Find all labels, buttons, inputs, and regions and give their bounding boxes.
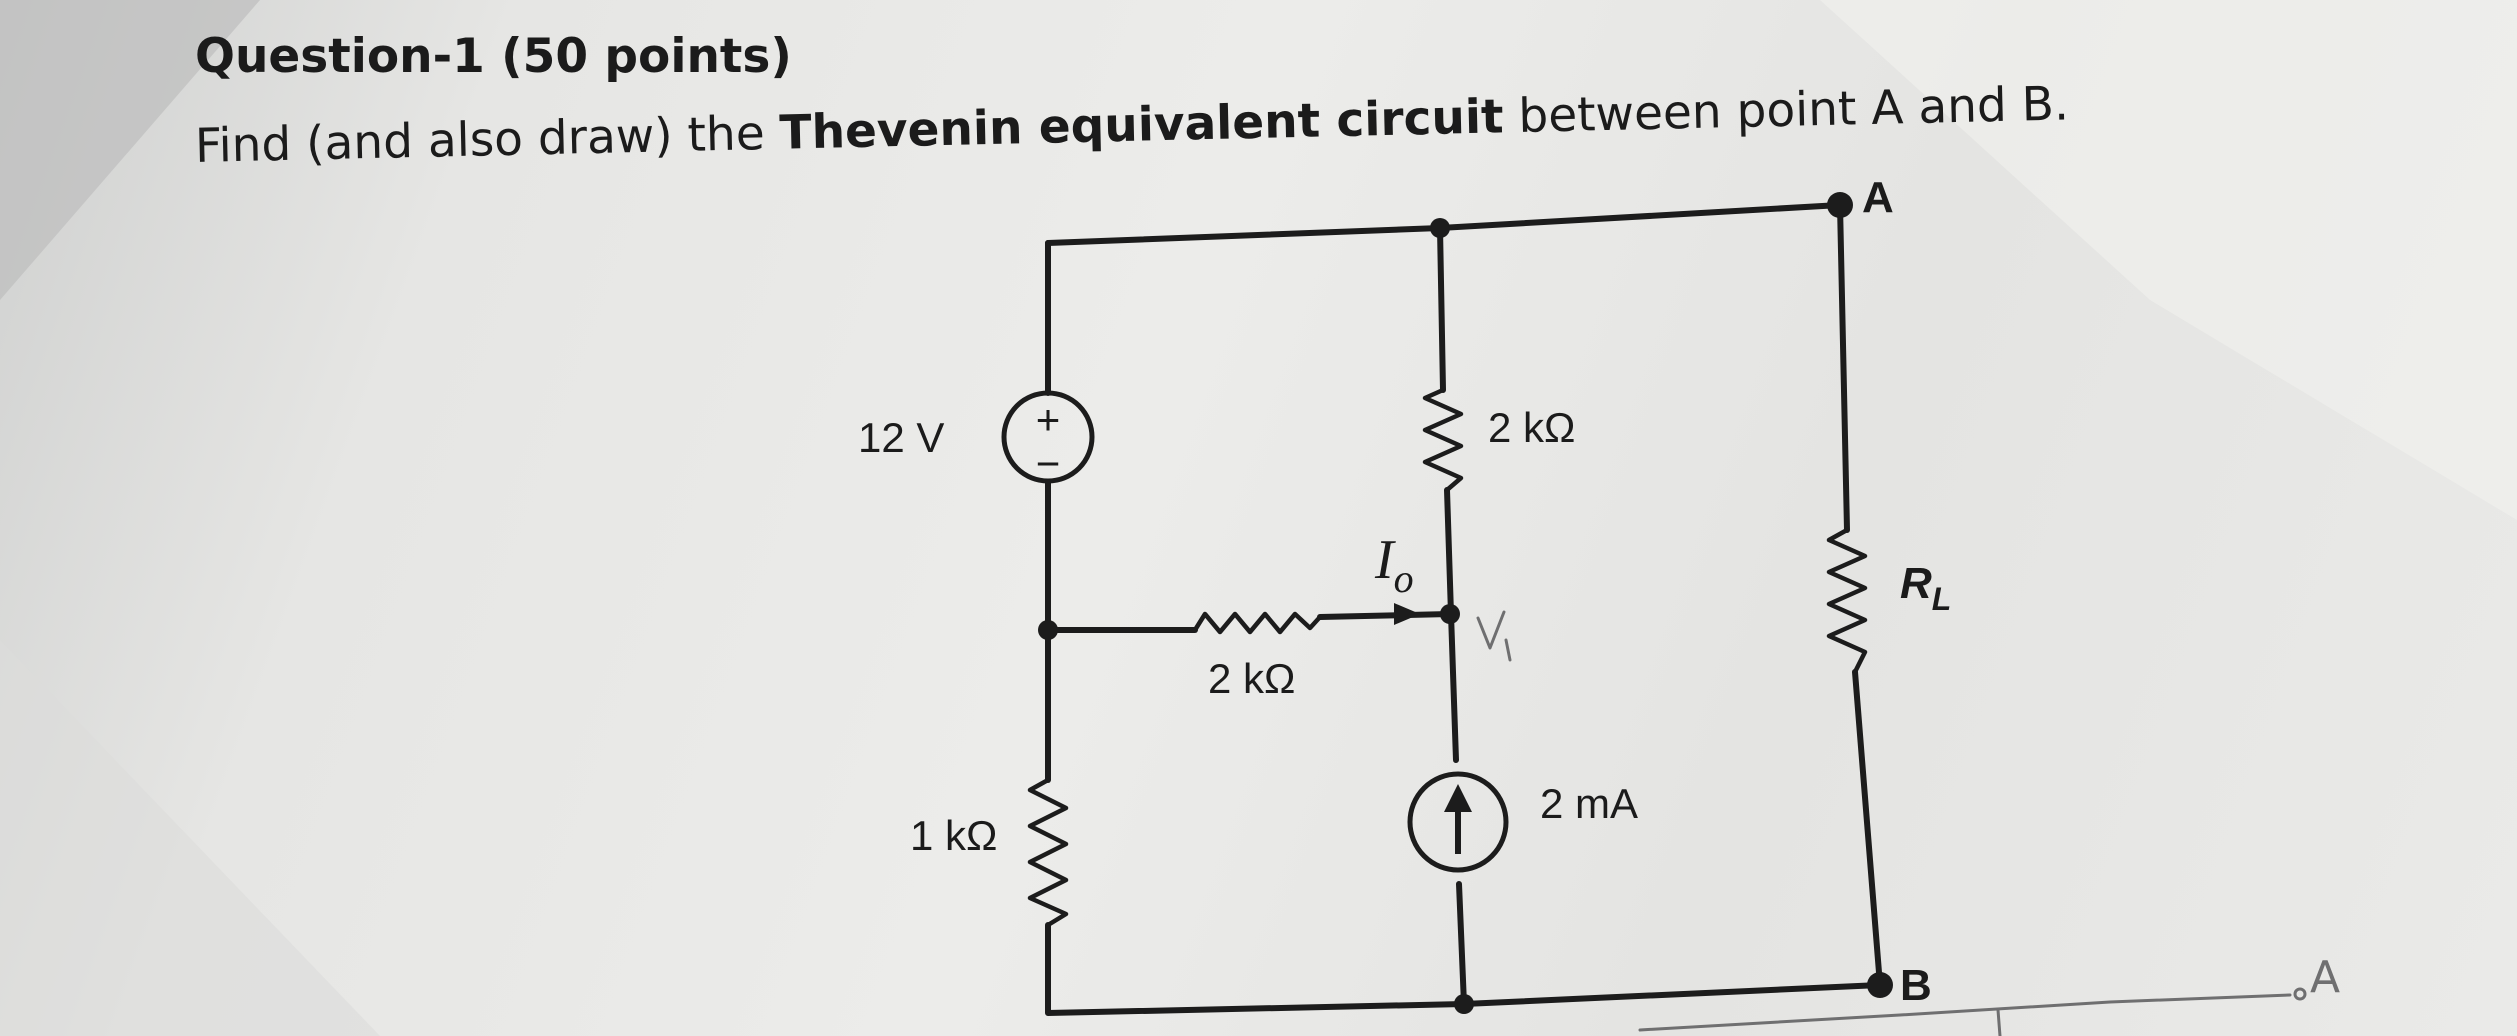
- voltage-source-12v: + −: [1001, 390, 1095, 487]
- voltage-source-label: 12 V: [858, 414, 944, 461]
- question-header: Question-1 (50 points) Find (and also dr…: [194, 29, 2445, 174]
- resistor-middle-horizontal: [1193, 611, 1322, 635]
- current-io-symbol: I: [1374, 529, 1396, 591]
- junction-top: [1430, 218, 1450, 238]
- minus-sign: −: [1036, 440, 1061, 487]
- question-title: Question-1 (50 points): [195, 29, 792, 84]
- junction-left: [1038, 620, 1058, 640]
- current-arrow-io: [1394, 603, 1420, 625]
- pencil-note-a: A: [2310, 952, 2340, 1003]
- resistor-bottom-left: [1027, 778, 1069, 927]
- pencil-v1-mark: [1476, 610, 1512, 662]
- resistor-bottom-label: 1 kΩ: [910, 812, 997, 859]
- current-source-label: 2 mA: [1540, 780, 1638, 827]
- terminal-a-dot: [1827, 192, 1853, 218]
- current-source-2ma: [1407, 771, 1509, 873]
- resistor-load: [1826, 528, 1868, 674]
- junction-middle: [1440, 604, 1460, 624]
- terminal-a-label: A: [1862, 173, 1894, 222]
- pencil-node-circle: [2293, 987, 2307, 1001]
- resistor-middle-label: 2 kΩ: [1208, 655, 1295, 702]
- resistor-load-symbol: R: [1900, 559, 1932, 608]
- resistor-load-subscript: L: [1932, 581, 1952, 617]
- terminal-b-dot: [1867, 972, 1893, 998]
- pencil-line-tick: [1996, 1008, 2002, 1036]
- junction-bottom: [1454, 994, 1474, 1014]
- terminal-b-label: B: [1900, 961, 1932, 1010]
- resistor-top-vertical: [1422, 387, 1464, 492]
- plus-sign: +: [1036, 396, 1061, 443]
- resistor-load-label: RL: [1900, 559, 1951, 617]
- pencil-line-bottom: [1638, 993, 2292, 1032]
- pencil-annotations: A: [1476, 610, 2340, 1036]
- current-io-subscript: o: [1394, 556, 1414, 601]
- resistor-top-label: 2 kΩ: [1488, 404, 1575, 451]
- current-io-label: Io: [1374, 529, 1414, 601]
- circuit-wires: [1045, 202, 1883, 1016]
